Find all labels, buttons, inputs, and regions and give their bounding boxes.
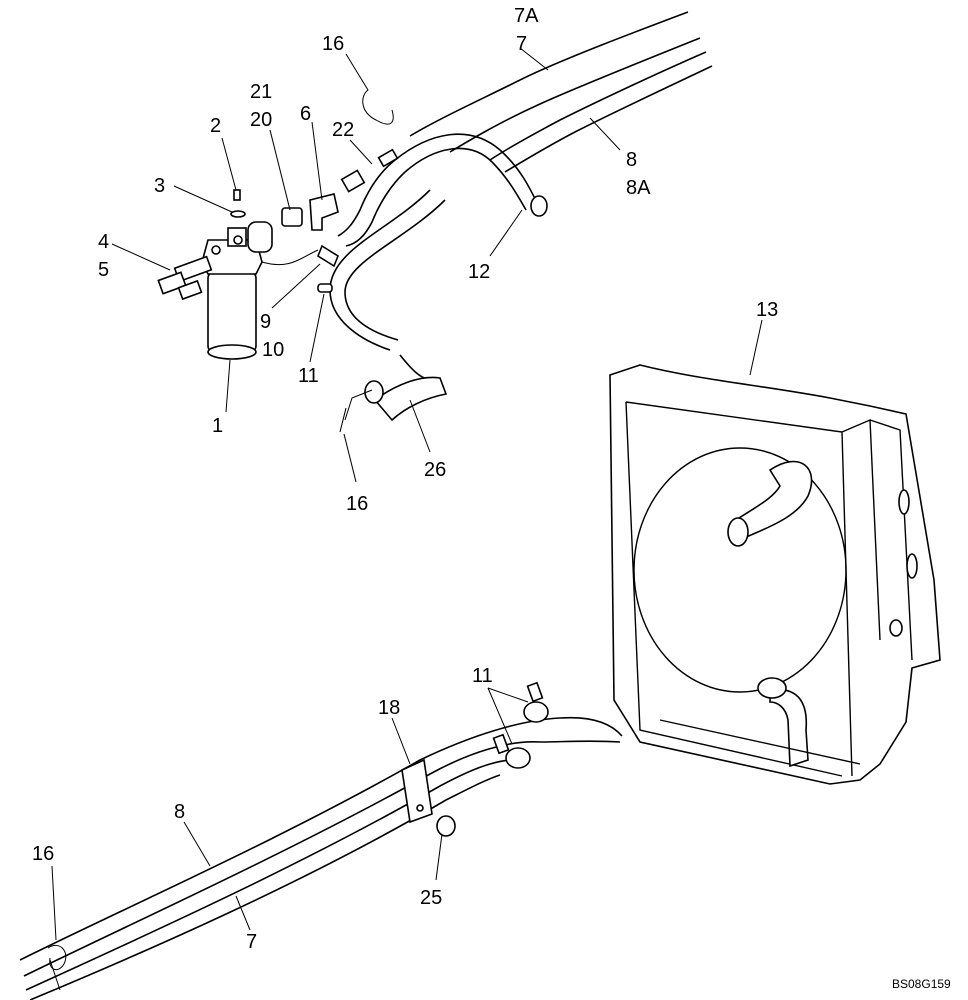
callout-11-bottom: 11 xyxy=(472,665,493,687)
callout-10: 10 xyxy=(262,339,284,361)
callout-8-bottom: 8 xyxy=(174,801,185,823)
callout-9: 9 xyxy=(260,311,271,333)
callout-16-bottom: 16 xyxy=(32,843,54,865)
lower-tubes xyxy=(19,681,623,1000)
callout-labels: 7A 7 16 21 20 6 22 2 3 4 5 8 8A 12 9 10 … xyxy=(32,5,951,991)
callout-8A: 8A xyxy=(626,177,651,199)
callout-16-top: 16 xyxy=(322,33,344,55)
callout-1: 1 xyxy=(212,415,223,437)
callout-3: 3 xyxy=(154,175,165,197)
hose-22 xyxy=(337,148,406,247)
callout-12: 12 xyxy=(468,261,490,283)
callout-20: 20 xyxy=(250,109,272,131)
hose-12 xyxy=(394,133,548,217)
callout-4: 4 xyxy=(98,231,109,253)
reference-code: BS08G159 xyxy=(892,977,951,991)
callout-21: 21 xyxy=(250,81,272,103)
upper-tubes xyxy=(409,11,713,173)
callout-5: 5 xyxy=(98,259,109,281)
cooler-assembly xyxy=(609,364,941,785)
callout-6: 6 xyxy=(300,103,311,125)
filter-assembly xyxy=(157,189,339,360)
callout-7-top: 7 xyxy=(516,33,527,55)
callout-26: 26 xyxy=(424,459,446,481)
callout-22: 22 xyxy=(332,119,354,141)
callout-2: 2 xyxy=(210,115,221,137)
callout-16-mid: 16 xyxy=(346,493,368,515)
callout-7A-top: 7A xyxy=(514,5,539,27)
hose-26 xyxy=(329,189,448,433)
callout-8-top: 8 xyxy=(626,149,637,171)
leader-lines xyxy=(51,47,763,941)
callout-25: 25 xyxy=(420,887,442,909)
callout-11-top: 11 xyxy=(298,365,319,387)
callout-13: 13 xyxy=(756,299,778,321)
callout-18: 18 xyxy=(378,697,400,719)
callout-7-bottom: 7 xyxy=(246,931,257,953)
